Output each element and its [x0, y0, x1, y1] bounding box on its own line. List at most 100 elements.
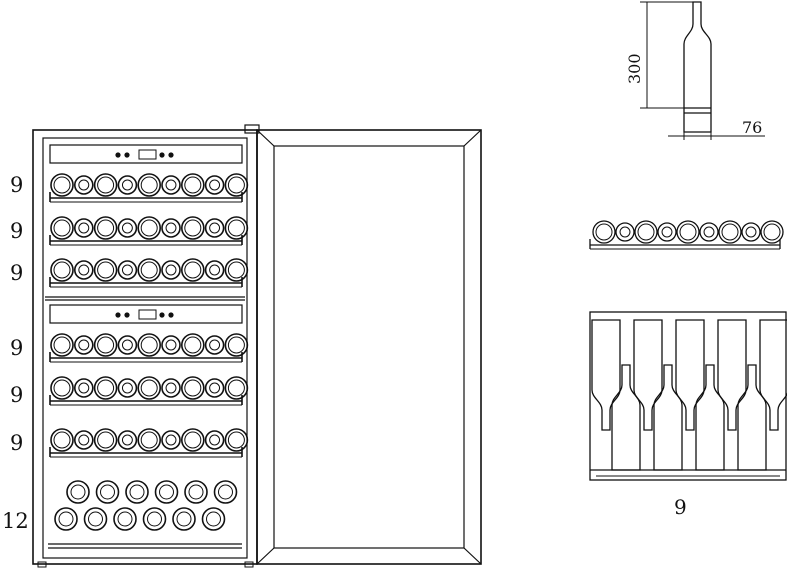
basket-bottle-inner [159, 484, 174, 500]
bottle-base [50, 173, 74, 197]
bottle-neck-inner [165, 434, 177, 446]
bottle-base [181, 376, 205, 400]
bottle-base-inner [53, 336, 71, 354]
cabinet-foot-right [244, 561, 254, 568]
bottle-base-inner [140, 431, 158, 449]
rack-side-view [589, 311, 787, 481]
bottle-neck [161, 378, 181, 398]
bottle-neck-inner [209, 264, 221, 276]
bottle-neck [204, 378, 225, 398]
bottle-neck-inner [661, 226, 673, 238]
bottle-base [93, 376, 118, 400]
bottle-neck-inner [78, 339, 90, 351]
bottle-neck [117, 335, 138, 355]
bottle-base [50, 428, 74, 452]
basket-bottle [66, 480, 90, 504]
shelf [49, 428, 249, 458]
rack-bottle-top [633, 319, 663, 431]
bottle-neck-inner [78, 434, 90, 446]
bottle-neck-inner [209, 222, 221, 234]
bottle-base [676, 220, 700, 244]
shelf-capacity-label-7: 12 [2, 509, 29, 533]
basket-bottle [54, 507, 78, 531]
hinge [244, 124, 260, 134]
bottle-base [137, 173, 161, 197]
bottle-base-inner [53, 431, 71, 449]
bottle-base-inner [97, 176, 115, 194]
basket-bottle-inner [176, 511, 192, 527]
bottle-base-inner [637, 223, 655, 241]
bottle-base [224, 333, 249, 357]
bottle-neck [117, 260, 138, 280]
bottle-base-inner [227, 219, 245, 237]
bottle-neck [161, 218, 181, 238]
cabinet-front-view [32, 124, 260, 568]
bottle-base-inner [184, 379, 202, 397]
bottle-neck [117, 175, 138, 195]
bottle-base [137, 216, 161, 240]
bottle-base-inner [763, 223, 781, 241]
bottle-base-inner [184, 176, 202, 194]
bottle-neck [204, 335, 225, 355]
bottle-neck [204, 260, 225, 280]
bottle-base [224, 428, 249, 452]
bottle-neck-inner [165, 222, 177, 234]
shelf-capacity-label-4: 9 [10, 336, 23, 360]
bottle-neck [204, 218, 225, 238]
temperature-display-lower [138, 309, 157, 320]
rack-bottle-top [759, 319, 787, 431]
bottle-base [50, 333, 74, 357]
bottle-neck [204, 430, 225, 450]
door-outer-frame [256, 129, 482, 565]
bottle-base [137, 376, 161, 400]
bottle-base-inner [184, 261, 202, 279]
bottle-base-inner [227, 431, 245, 449]
basket-bottle-inner [100, 484, 115, 500]
bottle-neck [741, 222, 761, 242]
bottle-neck-inner [209, 339, 221, 351]
basket-bottle [154, 480, 179, 504]
bottle-neck-inner [209, 434, 221, 446]
shelf [49, 216, 249, 246]
basket-bottle-inner [218, 484, 233, 500]
rack-bottle-top [675, 319, 705, 431]
bottle-neck [699, 222, 719, 242]
basket-bottle-inner [188, 484, 204, 500]
bottle-base [137, 428, 161, 452]
bottle-base-inner [227, 261, 245, 279]
rack-bottle-bottom [611, 364, 641, 471]
basket-bottle-inner [70, 484, 86, 500]
bottle-base [93, 173, 118, 197]
bottle-neck [74, 175, 94, 195]
basket-bottle [95, 480, 120, 504]
shelf-front-view [589, 220, 784, 250]
bottle-neck [161, 260, 181, 280]
bottle-neck [657, 222, 677, 242]
basket-bottle [172, 507, 196, 531]
bottle-neck-inner [209, 382, 221, 394]
bottle-base [93, 216, 118, 240]
cabinet-shelves [49, 173, 249, 458]
basket-bottle [201, 507, 226, 531]
basket-bottle-inner [206, 511, 221, 527]
bottle-base-inner [184, 219, 202, 237]
basket-bottle-inner [58, 511, 74, 527]
bottle-height-dimension: 300 [625, 53, 644, 84]
bottom-basket [54, 480, 238, 531]
bottle-base [181, 333, 205, 357]
bottle-base [592, 220, 616, 244]
bottle-base-inner [140, 176, 158, 194]
bottle-base-inner [140, 336, 158, 354]
bottle-base [181, 428, 205, 452]
bottle-base [181, 173, 205, 197]
bottle-base-inner [227, 176, 245, 194]
bottle-neck-inner [703, 226, 715, 238]
basket-bottle [83, 507, 108, 531]
shelf-capacity-label-5: 9 [10, 383, 23, 407]
bottle-diameter-dimension: 76 [742, 118, 762, 137]
bottle-base-inner [679, 223, 697, 241]
bottle-base [50, 376, 74, 400]
bottle-base [93, 258, 118, 282]
shelf-capacity-label-2: 9 [10, 219, 23, 243]
